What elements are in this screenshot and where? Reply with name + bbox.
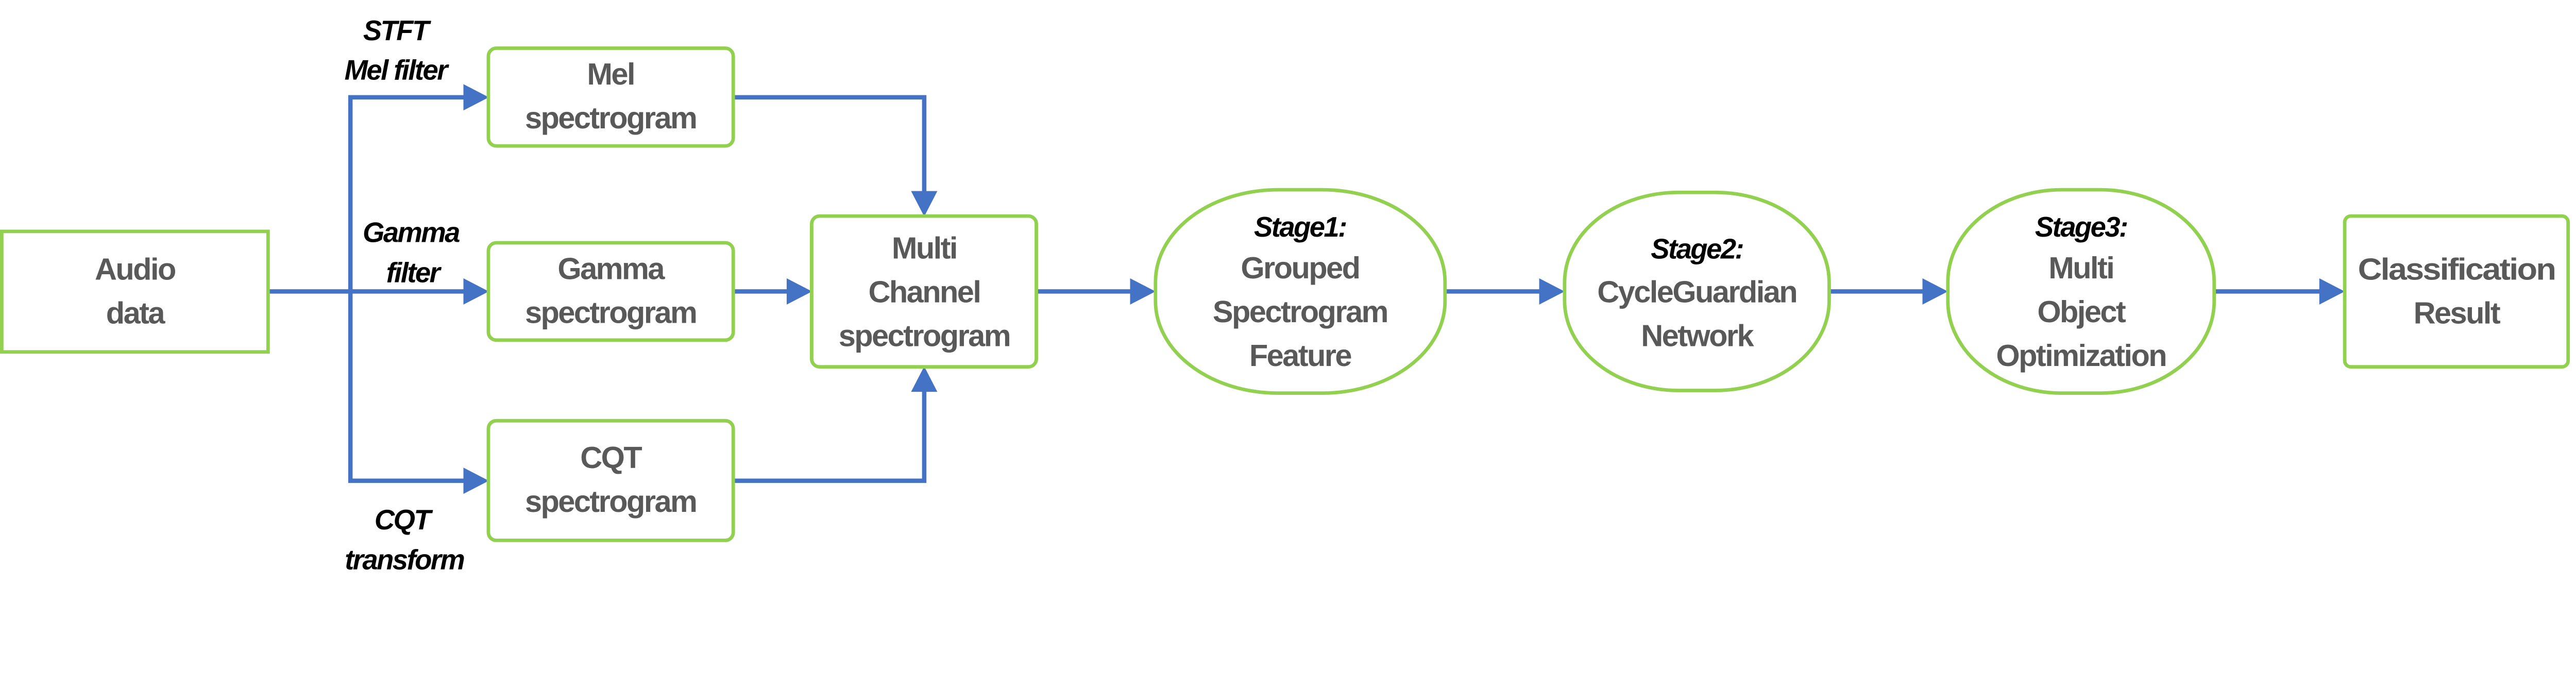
stage3-line-1: Multi <box>2048 251 2113 285</box>
mc-line-2: Channel <box>868 275 980 309</box>
stage1-shape <box>1154 188 1447 395</box>
edge-label-cqt: CQT <box>375 504 434 536</box>
edge-label-transform: transform <box>345 544 464 575</box>
gamma-line-1: Gamma <box>557 252 665 286</box>
stage2-shape <box>1563 190 1831 392</box>
stage3-line-3: Optimization <box>1996 338 2166 373</box>
mc-line-3: spectrogram <box>839 319 1010 353</box>
stage1-line-3: Feature <box>1249 338 1352 373</box>
edge-label-filter: filter <box>386 257 442 289</box>
edge-label-mel-filter: Mel filter <box>345 55 450 86</box>
arrowhead-cqt-mc <box>911 366 938 392</box>
arrowhead-stage1 <box>1130 278 1156 305</box>
stage1-line-2: Spectrogram <box>1213 294 1387 329</box>
audio-line-2: data <box>106 295 166 330</box>
arrowhead-cqt <box>463 468 489 494</box>
result-line-1: Classification <box>2358 252 2555 286</box>
stage3-title: Stage3: <box>2035 211 2127 243</box>
arrowhead-gamma-mc <box>786 278 812 305</box>
pipeline-diagram: STFT Mel filter Gamma filter CQT transfo… <box>0 15 2570 575</box>
node-mel-spectrogram: Mel spectrogram <box>486 46 735 148</box>
edges <box>268 84 2345 494</box>
cqt-box <box>486 419 735 542</box>
node-stage1: Stage1: Grouped Spectrogram Feature <box>1154 188 1447 395</box>
node-cqt-spectrogram: CQT spectrogram <box>486 419 735 542</box>
mel-box <box>486 46 735 148</box>
stage2-line-2: Network <box>1641 319 1754 353</box>
node-audio-data: Audio data <box>0 229 270 354</box>
stage1-title: Stage1: <box>1254 211 1346 243</box>
edge-audio-to-mel <box>348 95 465 292</box>
arrowhead-result <box>2319 278 2345 305</box>
mel-line-1: Mel <box>587 57 634 91</box>
edge-mel-to-multichannel <box>733 95 927 193</box>
edge-label-stft: STFT <box>363 15 432 46</box>
arrowhead-stage3 <box>1922 278 1948 305</box>
arrowhead-stage2 <box>1539 278 1565 305</box>
edge-labels: STFT Mel filter Gamma filter CQT transfo… <box>345 15 466 575</box>
cqt-line-1: CQT <box>580 440 642 475</box>
mc-line-1: Multi <box>892 231 957 265</box>
node-stage3: Stage3: Multi Object Optimization <box>1946 188 2216 395</box>
stage3-line-2: Object <box>2037 294 2126 329</box>
node-multi-channel-spectrogram: Multi Channel spectrogram <box>810 214 1038 369</box>
stage3-shape <box>1946 188 2216 395</box>
stage2-title: Stage2: <box>1651 234 1743 265</box>
gamma-box <box>486 241 735 342</box>
gamma-line-2: spectrogram <box>525 295 696 330</box>
edge-label-gamma: Gamma <box>363 217 460 248</box>
node-classification-result: Classification Result <box>2343 214 2570 369</box>
arrowhead-gamma <box>463 278 489 305</box>
result-line-2: Result <box>2414 295 2501 330</box>
node-stage2: Stage2: CycleGuardian Network <box>1563 190 1831 392</box>
stage2-line-1: CycleGuardian <box>1597 275 1797 309</box>
node-gamma-spectrogram: Gamma spectrogram <box>486 241 735 342</box>
edge-audio-to-cqt <box>348 291 465 483</box>
stage1-line-1: Grouped <box>1241 251 1359 285</box>
audio-box <box>0 229 270 354</box>
edge-cqt-to-multichannel <box>733 390 927 483</box>
arrowhead-mel-mc <box>911 191 938 217</box>
audio-line-1: Audio <box>95 252 176 286</box>
mel-line-2: spectrogram <box>525 101 696 135</box>
cqt-line-2: spectrogram <box>525 484 696 519</box>
arrowhead-mel <box>463 84 489 111</box>
result-box <box>2343 214 2570 369</box>
multi-channel-box <box>810 214 1038 369</box>
